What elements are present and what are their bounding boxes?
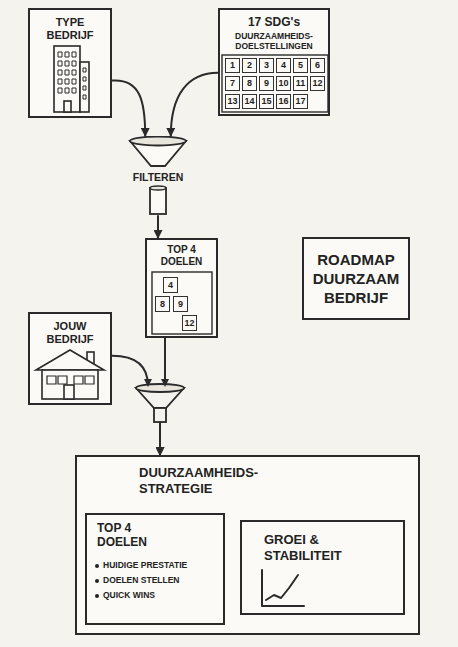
node-heading: FILTEREN — [126, 171, 190, 184]
sdg-cell: 2 — [242, 58, 257, 73]
node-label: DOELEN STELLEN — [103, 575, 221, 586]
own-company-box: JOUW BEDRIJF — [28, 312, 112, 405]
cell-number: 8 — [156, 297, 169, 311]
sdg-cell: 7 — [225, 76, 240, 91]
node-heading: JOUW BEDRIJF — [38, 320, 102, 346]
goals-frame — [152, 272, 212, 334]
chart-axes — [262, 570, 304, 606]
goals-detail-box: TOP 4 DOELEN HUIDIGE PRESTATIE DOELEN STEL… — [85, 513, 225, 625]
sdg-cell: 12 — [310, 76, 325, 91]
cell-number: 9 — [260, 77, 273, 90]
strategy-box: DUURZAAMHEIDS-STRATEGIE TOP 4 DOELEN HUIDI… — [75, 455, 420, 635]
house-icon — [36, 350, 104, 399]
cell-number: 1 — [226, 59, 239, 72]
building-icon — [54, 46, 89, 112]
funnel-spout-rim — [150, 186, 166, 190]
sdg-cell: 4 — [276, 58, 291, 73]
flow-arrow — [112, 80, 145, 136]
sdg-cell: 14 — [242, 94, 257, 109]
cell-number: 2 — [243, 59, 256, 72]
sdg-cell: 13 — [225, 94, 240, 109]
cell-number: 10 — [277, 77, 290, 90]
cell-number: 11 — [294, 77, 307, 90]
cell-number: 16 — [277, 95, 290, 108]
filter-funnel: FILTEREN — [126, 136, 190, 216]
arrow-head — [161, 379, 169, 387]
sdg-cell: 11 — [293, 76, 308, 91]
node-heading: TYPE BEDRIJF — [38, 16, 102, 42]
cell-number: 5 — [294, 59, 307, 72]
node-heading: 17 SDG's — [222, 15, 326, 29]
funnel-spout — [150, 188, 166, 214]
house-roof — [36, 350, 104, 370]
cell-number: 4 — [277, 59, 290, 72]
sdg-box: 17 SDG'sDUURZAAMHEIDS-DOELSTELLINGEN1234… — [218, 8, 330, 116]
cell-number: 14 — [243, 95, 256, 108]
cell-number: 9 — [174, 297, 187, 311]
building-tower — [54, 46, 80, 112]
cell-number: 8 — [243, 77, 256, 90]
top-goals-box: TOP 4 DOELEN 4 89 12 — [145, 238, 218, 338]
merge-funnel — [136, 384, 184, 422]
goal-cell: 12 — [182, 315, 197, 331]
title-text: ROADMAP DUURZAAM BEDRIJF — [306, 250, 406, 307]
cell-number: 15 — [260, 95, 273, 108]
funnel-cone — [136, 388, 184, 408]
flow-arrow — [160, 338, 165, 455]
sdg-cell: 8 — [242, 76, 257, 91]
node-label: DUURZAAMHEIDS-DOELSTELLINGEN — [222, 31, 326, 51]
cell-number: 17 — [294, 95, 307, 108]
arrow-head — [144, 379, 152, 387]
node-label: QUICK WINS — [103, 590, 221, 601]
sdg-cell: 3 — [259, 58, 274, 73]
funnel-rim — [130, 137, 186, 146]
flow-arrow — [171, 73, 218, 136]
growth-chart — [262, 570, 304, 606]
sdg-cell: 16 — [276, 94, 291, 109]
house-chimney — [87, 352, 94, 365]
chart-line — [266, 575, 298, 600]
flow-arrow — [112, 356, 160, 455]
cell-number: 4 — [164, 278, 177, 292]
growth-box: GROEI & STABILITEIT — [240, 520, 405, 615]
house-door — [64, 385, 74, 399]
cell-number: 6 — [311, 59, 324, 72]
house-body — [42, 370, 98, 399]
building-wing — [80, 62, 89, 112]
sdg-cell: 6 — [310, 58, 325, 73]
goal-cell: 9 — [173, 296, 188, 312]
building-windows — [58, 52, 86, 99]
node-heading: GROEI & STABILITEIT — [264, 532, 379, 564]
node-heading: TOP 4 DOELEN — [97, 521, 167, 549]
title-box: ROADMAP DUURZAAM BEDRIJF — [302, 237, 410, 320]
sdg-cell: 17 — [293, 94, 308, 109]
cell-number: 12 — [311, 77, 324, 90]
grid-frame — [222, 55, 328, 112]
sdg-cell: 15 — [259, 94, 274, 109]
bullet-dot — [95, 564, 99, 568]
cell-number: 7 — [226, 77, 239, 90]
cell-number: 3 — [260, 59, 273, 72]
cell-number: 13 — [226, 95, 239, 108]
house-windows — [47, 376, 94, 384]
funnel-rim — [136, 384, 184, 392]
company-type-box: TYPE BEDRIJF — [28, 8, 112, 118]
node-heading: DUURZAAMHEIDS-STRATEGIE — [139, 465, 314, 497]
bullet-dot — [95, 594, 99, 598]
goal-cell: 8 — [155, 296, 170, 312]
building-door — [64, 101, 71, 112]
bullet-dot — [95, 579, 99, 583]
flow-arrow — [157, 216, 159, 238]
cell-number: 12 — [183, 316, 196, 330]
funnel-spout — [154, 408, 166, 422]
node-label: HUIDIGE PRESTATIE — [103, 560, 221, 571]
node-heading: TOP 4 DOELEN — [151, 244, 212, 268]
sdg-cell: 9 — [259, 76, 274, 91]
goal-cell: 4 — [163, 277, 178, 293]
sdg-cell: 10 — [276, 76, 291, 91]
sdg-cell: 1 — [225, 58, 240, 73]
sdg-cell: 5 — [293, 58, 308, 73]
